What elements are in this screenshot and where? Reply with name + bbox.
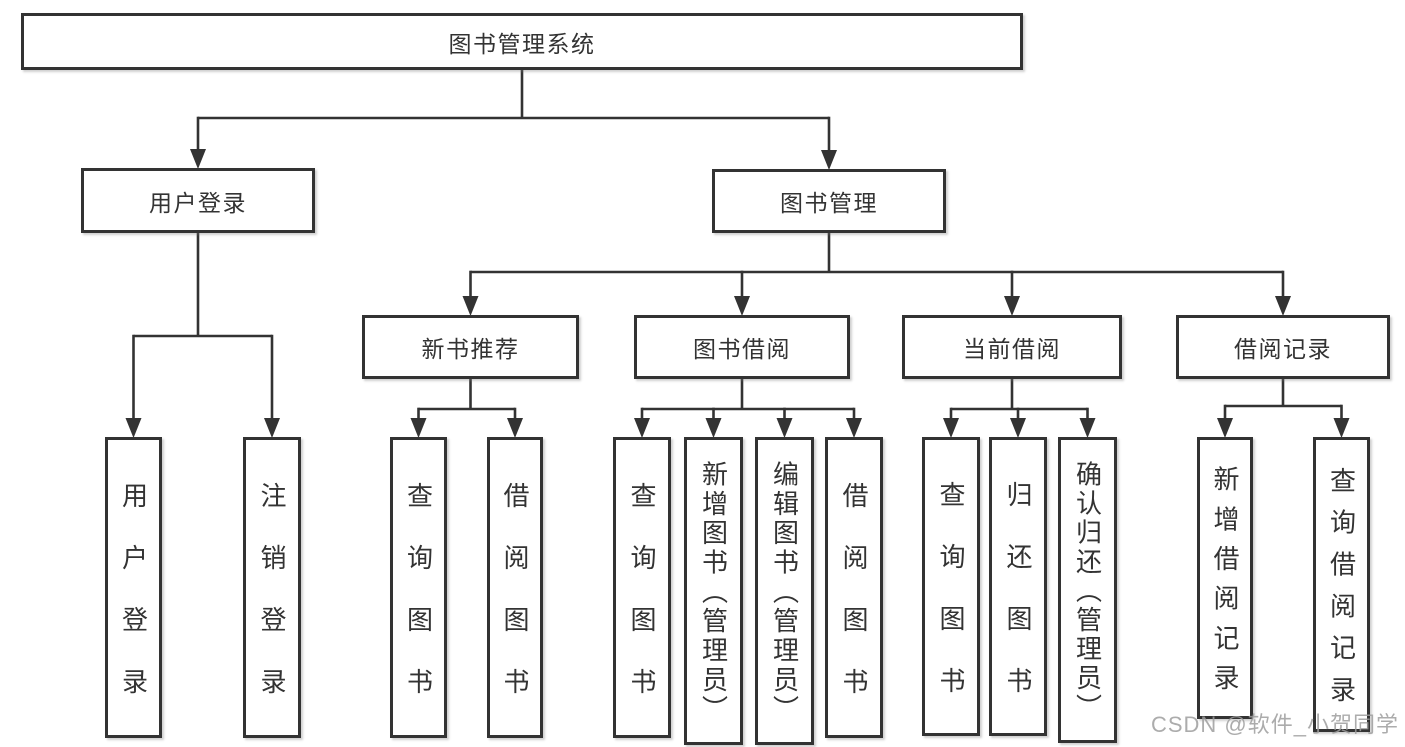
leaf-add-borrow-record: 新增借阅记录 <box>1197 437 1253 719</box>
arrowhead-icon <box>462 296 479 316</box>
leaf-add-borrow-record-label: 新增借阅记录 <box>1210 465 1240 704</box>
leaf-logout: 注销登录 <box>243 437 301 738</box>
arrowhead-icon <box>943 418 959 438</box>
node-borrow-records-label: 借阅记录 <box>1234 336 1332 362</box>
leaf-user-login-label: 用户登录 <box>118 481 149 730</box>
arrowhead-icon <box>410 418 427 438</box>
node-current-borrow: 当前借阅 <box>902 315 1122 379</box>
leaf-confirm-return-admin-label: 确认归还（管理员） <box>1072 460 1103 723</box>
arrowhead-icon <box>634 418 650 438</box>
leaf-query-books-label: 查询图书 <box>936 480 966 729</box>
arrowhead-icon <box>190 149 206 169</box>
arrowhead-icon <box>1004 296 1020 316</box>
leaf-borrow-books-label: 借阅图书 <box>500 481 530 730</box>
watermark: CSDN @软件_小贺同学 <box>1150 712 1399 737</box>
leaf-user-login: 用户登录 <box>105 437 162 738</box>
leaf-borrow-books: 借阅图书 <box>825 437 883 738</box>
arrowhead-icon <box>125 418 142 438</box>
leaf-return-books: 归还图书 <box>989 437 1047 736</box>
arrowhead-icon <box>734 296 750 316</box>
arrowhead-icon <box>1217 418 1233 438</box>
leaf-query-borrow-record-label: 查询借阅记录 <box>1326 466 1357 718</box>
node-book-management: 图书管理 <box>712 169 946 233</box>
node-new-book-recommend-label: 新书推荐 <box>421 336 520 362</box>
node-library-system-label: 图书管理系统 <box>448 30 596 57</box>
node-book-management-label: 图书管理 <box>780 190 878 216</box>
node-user-login-label: 用户登录 <box>149 189 247 216</box>
leaf-query-books-label: 查询图书 <box>627 481 657 730</box>
arrowhead-icon <box>776 418 793 438</box>
leaf-add-books-admin: 新增图书（管理员） <box>684 437 743 745</box>
arrowhead-icon <box>1010 418 1026 438</box>
leaf-query-books-label: 查询图书 <box>403 481 434 730</box>
leaf-edit-books-admin: 编辑图书（管理员） <box>755 437 814 745</box>
leaf-borrow-books-label: 借阅图书 <box>839 481 869 730</box>
arrowhead-icon <box>705 418 722 438</box>
node-borrow-records: 借阅记录 <box>1176 315 1390 379</box>
arrowhead-icon <box>1079 418 1096 438</box>
node-new-book-recommend: 新书推荐 <box>362 315 579 379</box>
arrowhead-icon <box>1275 296 1291 316</box>
node-library-system: 图书管理系统 <box>21 13 1023 70</box>
leaf-query-books: 查询图书 <box>922 437 980 736</box>
leaf-query-borrow-record: 查询借阅记录 <box>1313 437 1370 732</box>
node-book-borrow: 图书借阅 <box>634 315 850 379</box>
arrowhead-icon <box>264 418 280 438</box>
arrowhead-icon <box>1333 418 1350 438</box>
arrowhead-icon <box>821 150 837 170</box>
arrowhead-icon <box>846 418 862 438</box>
leaf-edit-books-admin-label: 编辑图书（管理员） <box>769 460 800 725</box>
leaf-query-books: 查询图书 <box>390 437 447 738</box>
leaf-borrow-books: 借阅图书 <box>487 437 543 738</box>
node-book-borrow-label: 图书借阅 <box>693 336 791 362</box>
node-current-borrow-label: 当前借阅 <box>963 336 1061 362</box>
arrowhead-icon <box>507 418 523 438</box>
leaf-add-books-admin-label: 新增图书（管理员） <box>698 460 729 725</box>
leaf-logout-label: 注销登录 <box>257 481 287 730</box>
leaf-confirm-return-admin: 确认归还（管理员） <box>1058 437 1117 743</box>
node-user-login: 用户登录 <box>81 168 315 233</box>
leaf-return-books-label: 归还图书 <box>1003 480 1033 729</box>
leaf-query-books: 查询图书 <box>613 437 671 738</box>
